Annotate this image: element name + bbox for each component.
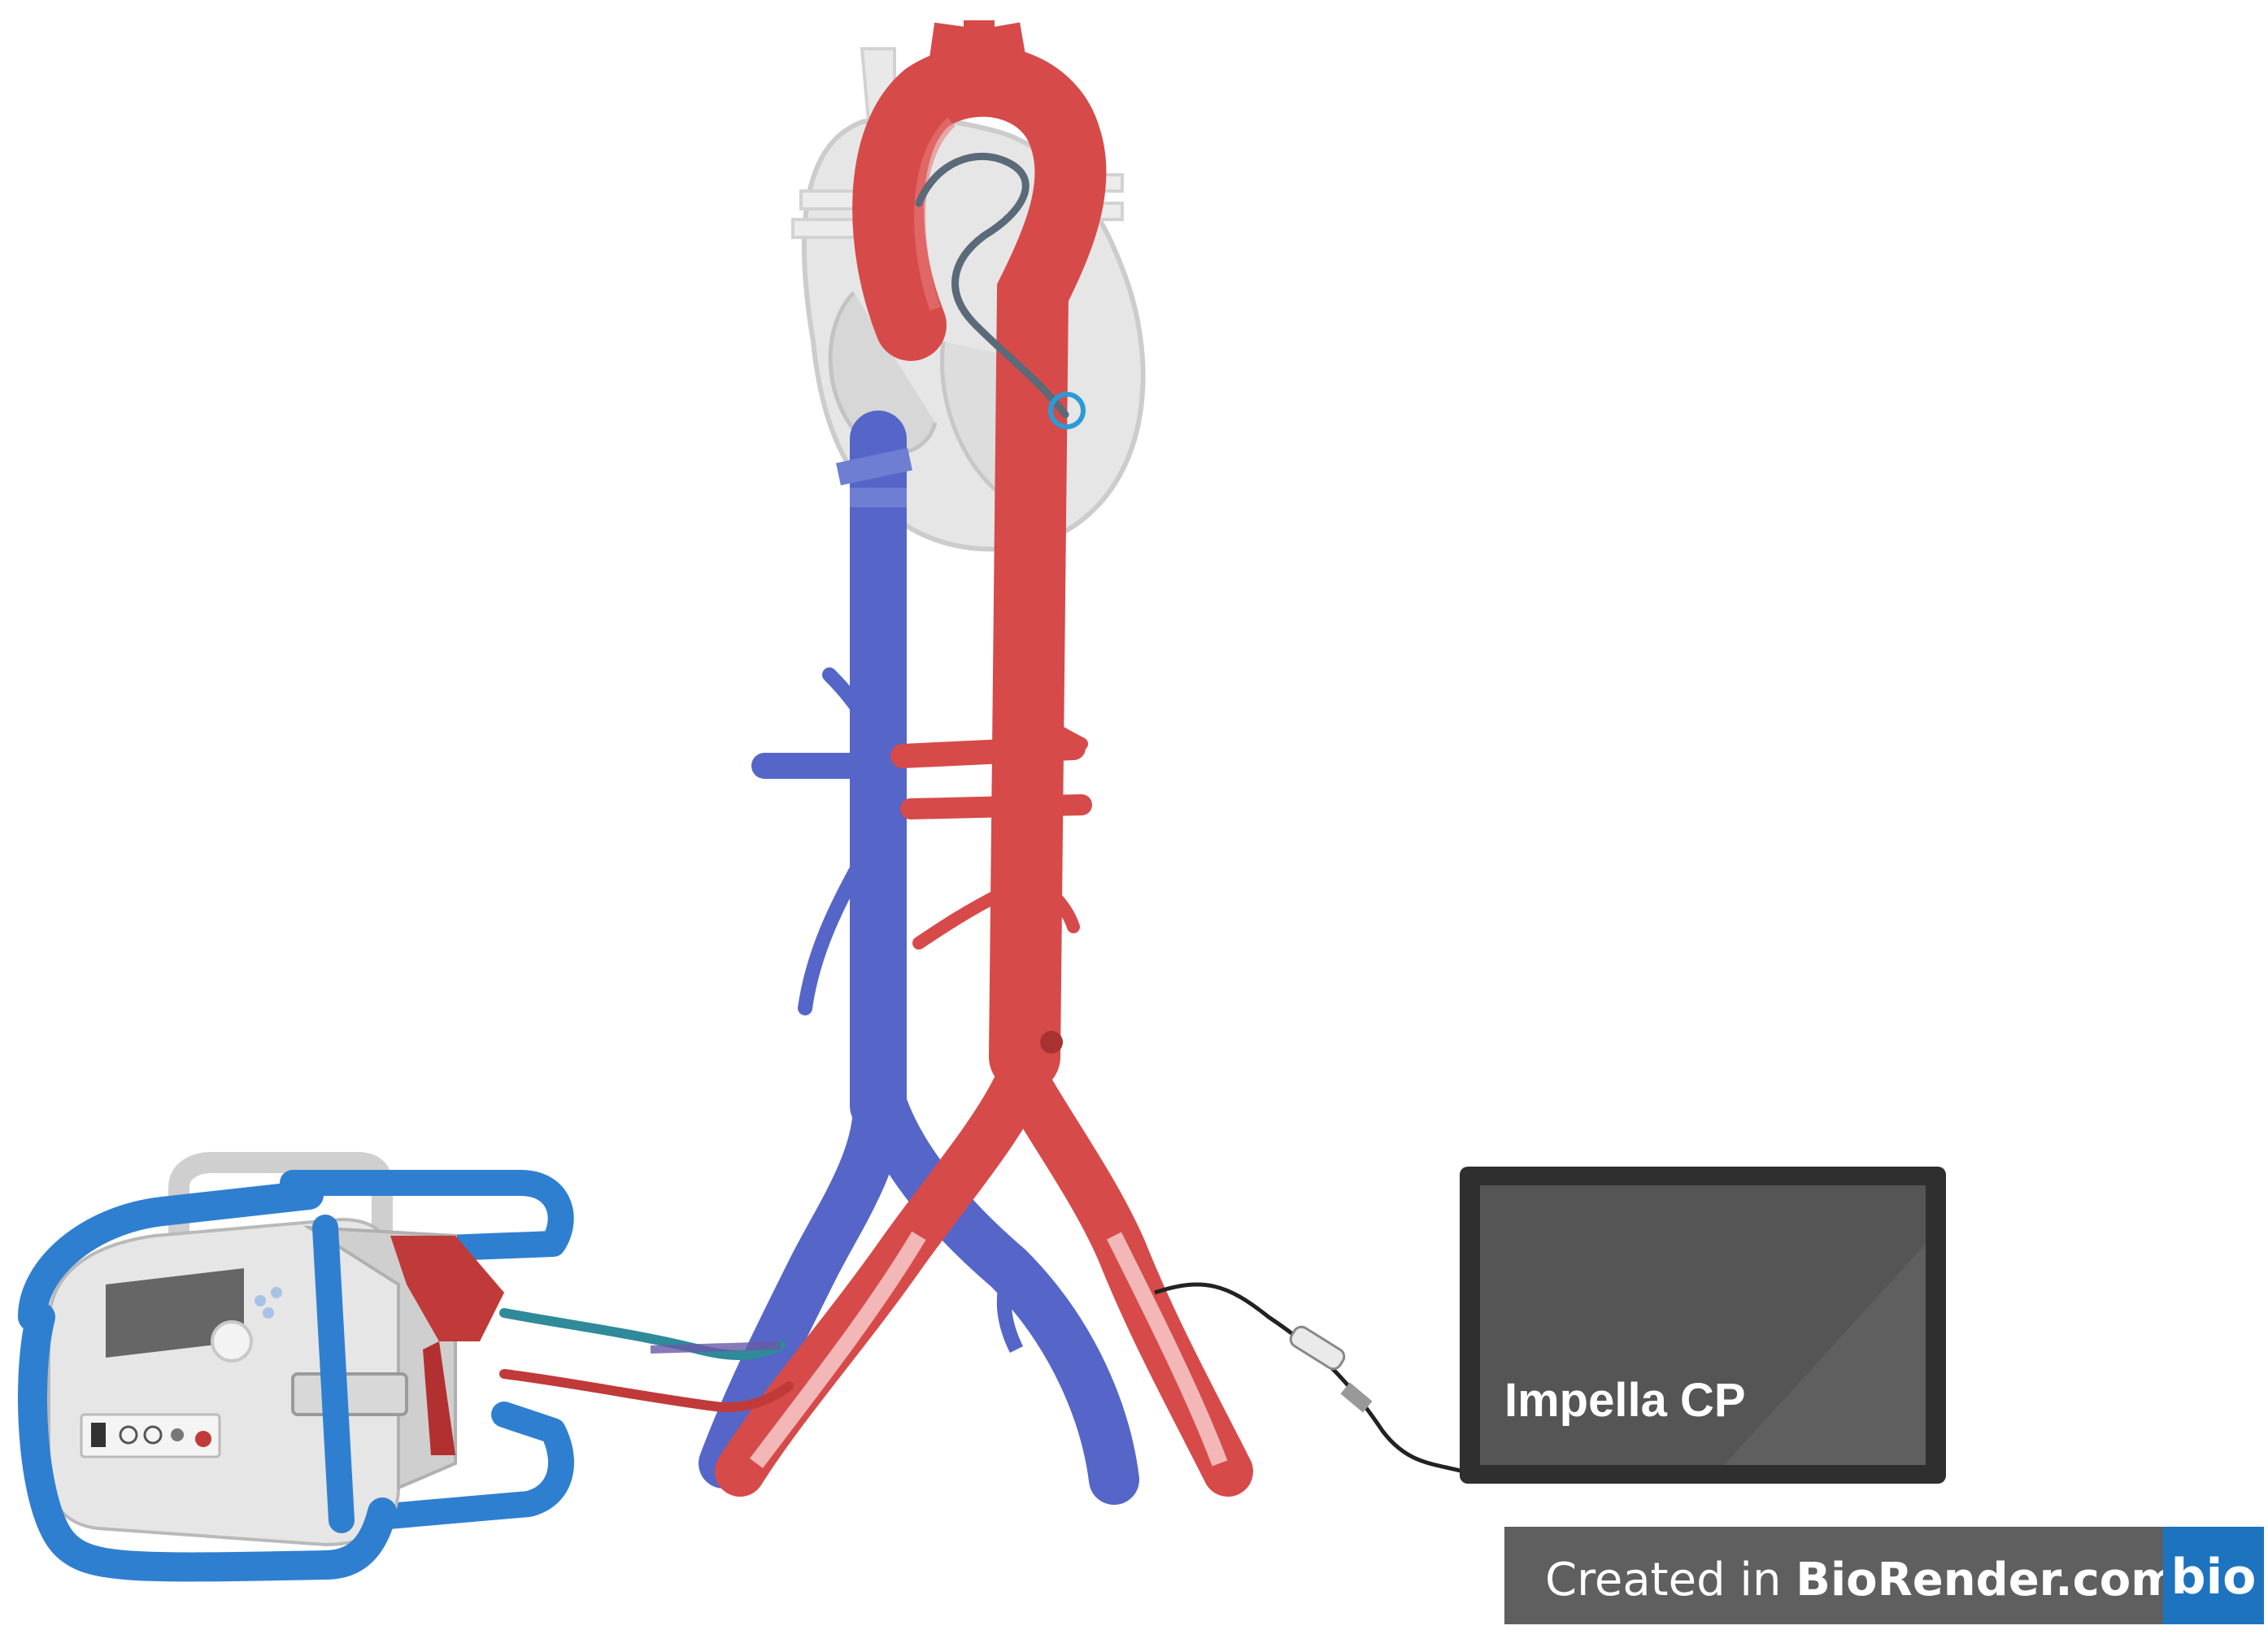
ecmo-cannulas: [499, 1308, 794, 1412]
badge-brand: BioRender.com: [1796, 1554, 2178, 1606]
impella-catheter-icon: [915, 152, 1086, 429]
iliac-arteries: [715, 1064, 1253, 1497]
biorender-logo-icon: bio: [2171, 1549, 2257, 1606]
badge-prefix: Created in: [1545, 1554, 1796, 1606]
monitor-label: Impella CP: [1504, 1374, 1746, 1427]
monitor-icon: Impella CP: [1460, 1167, 1946, 1484]
ecmo-machine-icon: [18, 1152, 574, 1582]
aorta-branches: [890, 693, 1092, 1054]
aorta: [852, 20, 1107, 1093]
impella-line: [1154, 1282, 1465, 1474]
svg-text:Created in BioRender.com: Created in BioRender.com: [1545, 1554, 2179, 1606]
biorender-badge: Created in BioRender.com bio: [1504, 1527, 2264, 1624]
